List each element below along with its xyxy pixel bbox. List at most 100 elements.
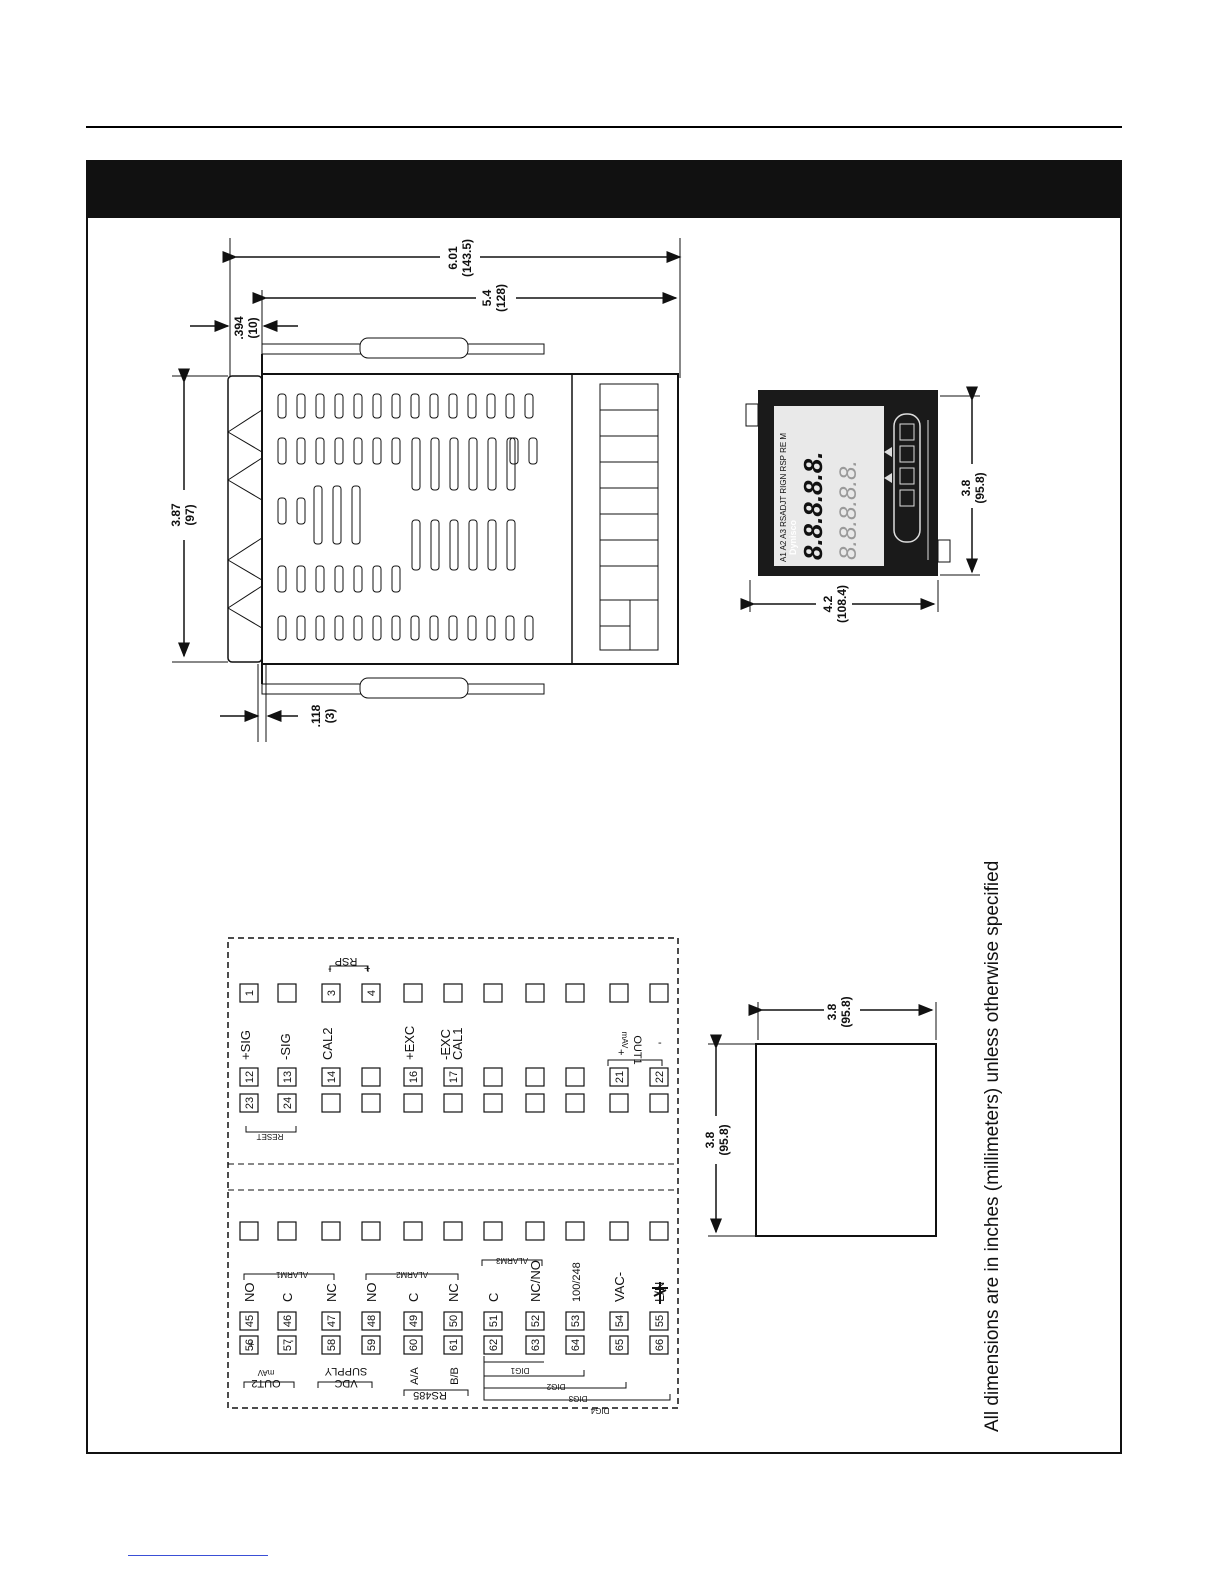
terminal [649, 1221, 669, 1241]
terminal-number: 50 [448, 1315, 460, 1327]
vent-slot [334, 393, 344, 419]
dig1-label: DIG1 [510, 1366, 529, 1375]
front-key[interactable] [899, 423, 915, 441]
cutout-width-label: 3.8 [825, 1003, 839, 1020]
front-key[interactable] [899, 445, 915, 463]
bb-label: B/B [449, 1367, 461, 1385]
out1-minus: - [658, 1037, 662, 1049]
vent-slot [391, 565, 401, 593]
vent-slot [351, 485, 361, 545]
terminal [609, 983, 629, 1003]
front-view: 3.8 (95.8) 4.2 (108.4) A1 A2 A3 RSADJT R… [740, 386, 996, 626]
panel-thickness-label: .118 [309, 704, 323, 727]
terminal-number: 53 [570, 1315, 582, 1327]
terminal: 60 [403, 1335, 423, 1355]
terminal [239, 1221, 259, 1241]
terminal: 14 [321, 1067, 341, 1087]
terminal-number: 4 [366, 990, 378, 996]
vent-slot [372, 393, 382, 419]
vent-slot [353, 615, 363, 641]
terminal [483, 1221, 503, 1241]
vent-slot [486, 615, 496, 641]
vent-slot [334, 615, 344, 641]
rs485-label: RS485 [413, 1389, 447, 1401]
terminal: 53 [565, 1311, 585, 1331]
terminal-number: 52 [530, 1315, 542, 1327]
terminal [483, 1093, 503, 1113]
terminal [525, 983, 545, 1003]
terminal [403, 983, 423, 1003]
vent-slot [528, 437, 538, 465]
cutout-height-label: 3.8 [703, 1131, 717, 1148]
terminal-label: NO [242, 1283, 257, 1303]
vent-slot [486, 393, 496, 419]
footnote: All dimensions are in inches (millimeter… [982, 861, 1003, 1432]
panel-thickness-mm: (3) [323, 709, 337, 724]
terminal: 47 [321, 1311, 341, 1331]
terminal: 56 [239, 1335, 259, 1355]
terminal [361, 1221, 381, 1241]
vent-slot [449, 519, 459, 571]
out2-sub: mAV [257, 1368, 274, 1377]
vent-slot [509, 437, 519, 465]
vent-slot [334, 437, 344, 465]
terminal-number: 54 [614, 1315, 626, 1327]
vent-slot [334, 565, 344, 593]
terminal: 62 [483, 1335, 503, 1355]
terminal-number: 13 [282, 1071, 294, 1083]
terminal-number: 12 [244, 1071, 256, 1083]
terminal: 49 [403, 1311, 423, 1331]
terminal: 51 [483, 1311, 503, 1331]
vent-slot [411, 519, 421, 571]
vdc-label: VDC [334, 1377, 357, 1389]
terminal-number: 55 [654, 1315, 666, 1327]
terminal [565, 1093, 585, 1113]
terminal: 16 [403, 1067, 423, 1087]
terminal-number: 14 [326, 1071, 338, 1083]
vent-slot [429, 393, 439, 419]
vent-slot [524, 393, 534, 419]
bezel-depth-label: .394 [232, 316, 246, 340]
lcd-window [774, 406, 884, 566]
vent-slot [524, 615, 534, 641]
terminal [649, 1093, 669, 1113]
terminal-label: C [406, 1293, 421, 1302]
terminal-number: 57 [282, 1339, 294, 1351]
footer-underline [128, 1555, 268, 1556]
vent-slot [468, 437, 478, 491]
vent-slot [430, 519, 440, 571]
front-key[interactable] [899, 467, 915, 485]
terminal-diagram [227, 937, 679, 1409]
terminal-number: 65 [614, 1339, 626, 1351]
terminal-number: 59 [366, 1339, 378, 1351]
terminal-label: -SIG [278, 1033, 293, 1060]
vent-slot [277, 497, 287, 525]
terminal: 45 [239, 1311, 259, 1331]
terminal: 17 [443, 1067, 463, 1087]
vent-slot [296, 437, 306, 465]
vent-slot [410, 615, 420, 641]
out1-sub: mAV [620, 1032, 629, 1049]
terminal: 59 [361, 1335, 381, 1355]
terminal-label: VAC- [612, 1272, 627, 1302]
front-width-label: 4.2 [821, 595, 835, 612]
vent-slot [449, 437, 459, 491]
panel-cutout: 3.8 (95.8) 3.8 (95.8) [702, 990, 937, 1237]
terminal-label: NC/NO [528, 1260, 543, 1302]
terminal-number: 60 [408, 1339, 420, 1351]
terminal: 23 [239, 1093, 259, 1113]
front-indicators: A1 A2 A3 RSADJT RIGN RSP RE M [779, 433, 788, 562]
terminal-number: 63 [530, 1339, 542, 1351]
terminal-number: 17 [448, 1071, 460, 1083]
terminal-number: 21 [614, 1071, 626, 1083]
vent-slot [391, 437, 401, 465]
terminal [525, 1093, 545, 1113]
terminal [443, 983, 463, 1003]
reset-label: RESET [257, 1132, 284, 1141]
terminal [443, 1093, 463, 1113]
front-key[interactable] [899, 489, 915, 507]
front-height-mm: (95.8) [973, 472, 987, 503]
terminal: 46 [277, 1311, 297, 1331]
vent-slot [332, 485, 342, 545]
terminal [565, 983, 585, 1003]
